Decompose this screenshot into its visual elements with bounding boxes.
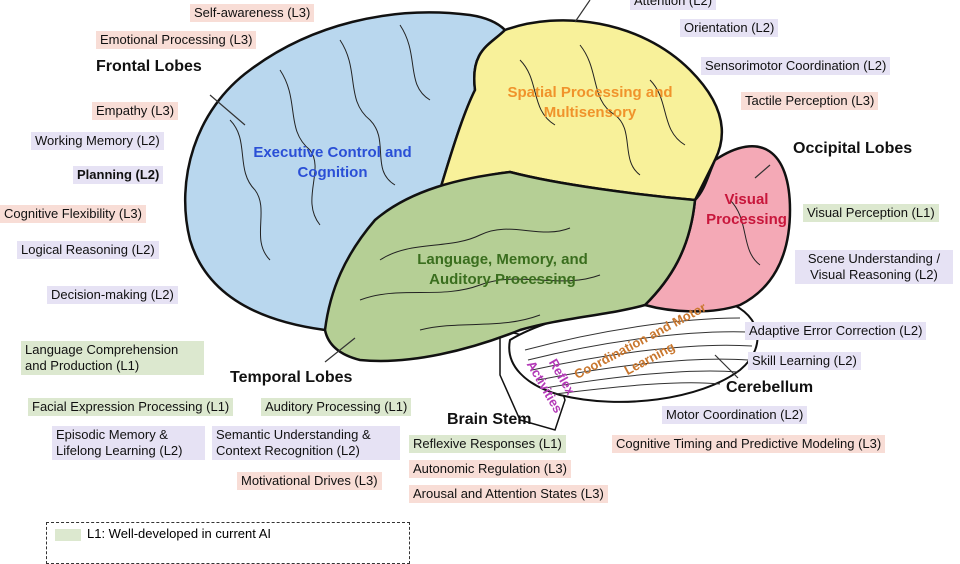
label-tactile: Tactile Perception (L3)	[741, 92, 879, 110]
label-self-awareness: Self-awareness (L3)	[190, 4, 315, 22]
frontal-lobes-title: Frontal Lobes	[96, 58, 202, 75]
label-skill: Skill Learning (L2)	[748, 352, 861, 370]
label-arousal: Arousal and Attention States (L3)	[409, 485, 608, 503]
brain-stem-title: Brain Stem	[447, 411, 532, 428]
label-reflexive: Reflexive Responses (L1)	[409, 435, 566, 453]
brain-illustration	[183, 0, 792, 431]
label-logical: Logical Reasoning (L2)	[17, 241, 159, 259]
label-orientation: Orientation (L2)	[680, 19, 779, 37]
label-auditory: Auditory Processing (L1)	[261, 398, 412, 416]
occipital-lobes-title: Occipital Lobes	[793, 140, 913, 157]
leader-lines	[209, 0, 771, 379]
label-working-memory: Working Memory (L2)	[31, 132, 164, 150]
label-planning: Planning (L2)	[73, 166, 164, 184]
label-episodic: Episodic Memory & Lifelong Learning (L2)	[52, 426, 205, 460]
label-semantic: Semantic Understanding & Context Recogni…	[212, 426, 400, 460]
label-emotional: Emotional Processing (L3)	[96, 31, 257, 49]
label-cognitive-flex: Cognitive Flexibility (L3)	[0, 205, 146, 223]
region-language: Language, Memory, and Auditory Processin…	[417, 251, 588, 288]
label-motor: Motor Coordination (L2)	[662, 406, 808, 424]
label-lang-comp: Language Comprehension and Production (L…	[21, 341, 204, 375]
legend-box: L1: Well-developed in current AI	[46, 522, 410, 564]
label-autonomic: Autonomic Regulation (L3)	[409, 460, 571, 478]
label-facial: Facial Expression Processing (L1)	[28, 398, 234, 416]
temporal-lobes-title: Temporal Lobes	[230, 369, 353, 386]
temporal-lobe-shape	[323, 170, 697, 363]
cerebellum-folia	[524, 317, 753, 395]
region-executive: Executive Control and Cognition	[253, 144, 412, 181]
label-sensorimotor: Sensorimotor Coordination (L2)	[701, 57, 891, 75]
label-adaptive: Adaptive Error Correction (L2)	[745, 322, 927, 340]
legend-l1-swatch	[55, 529, 81, 541]
label-scene: Scene Understanding / Visual Reasoning (…	[795, 250, 953, 284]
label-timing: Cognitive Timing and Predictive Modeling…	[612, 435, 886, 453]
label-motivational: Motivational Drives (L3)	[237, 472, 382, 490]
label-visual-perception: Visual Perception (L1)	[803, 204, 939, 222]
label-decision: Decision-making (L2)	[47, 286, 178, 304]
cerebellum-title: Cerebellum	[726, 379, 814, 396]
region-spatial: Spatial Processing and Multisensory	[507, 84, 673, 121]
label-empathy: Empathy (L3)	[92, 102, 179, 120]
region-visual: Visual Processing	[706, 191, 787, 228]
legend-l1-text: L1: Well-developed in current AI	[87, 526, 272, 541]
label-attention: Attention (L2)	[630, 0, 717, 10]
gyri-lines	[229, 24, 761, 331]
